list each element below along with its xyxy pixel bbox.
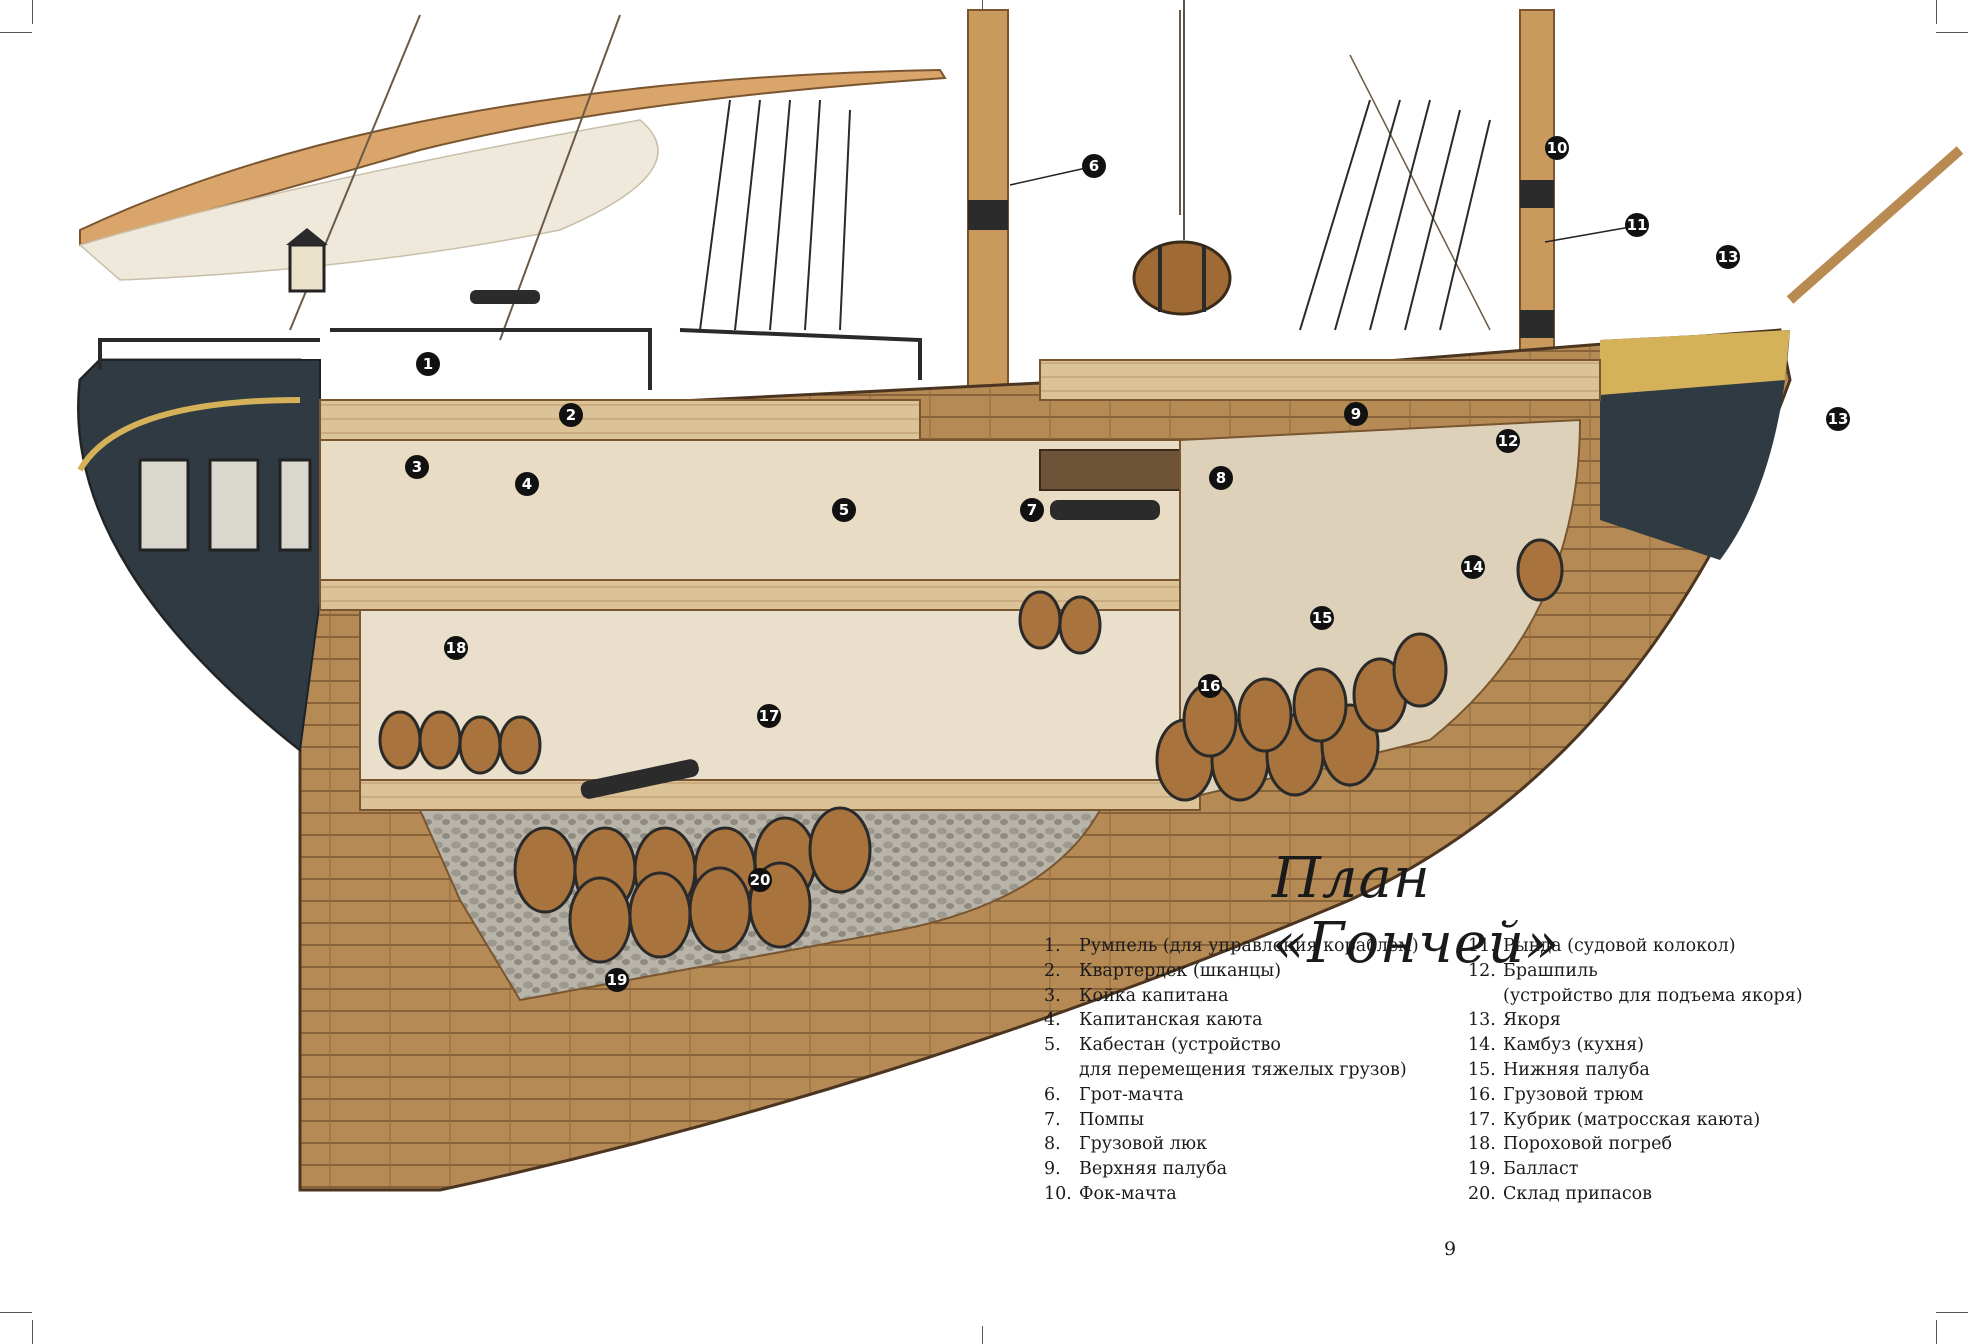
svg-text:19: 19 [607,971,628,989]
legend-item: 1.Румпель (для управления кораблем) [1044,936,1419,956]
stern-lantern [286,228,328,293]
marker-13b: 13 [1826,407,1850,431]
svg-text:7: 7 [1027,501,1037,519]
marker-15: 15 [1310,606,1334,630]
svg-text:2: 2 [566,406,576,424]
legend-item: 4.Капитанская каюта [1044,1010,1263,1031]
legend-item: 15.Нижняя палуба [1468,1059,1650,1080]
hoisted-barrel [1132,0,1232,316]
marker-19: 19 [605,968,629,992]
upper-deck [1039,359,1601,401]
svg-text:1: 1 [423,355,433,373]
legend-right: 11.Рында (судовой колокол) 12.Брашпиль(у… [1468,934,1803,1207]
svg-text:6: 6 [1089,157,1099,175]
marker-1: 1 [416,352,440,376]
plan-title: План «Гончей» [1272,846,1561,976]
stern-windows [138,458,312,552]
legend-item: 19.Балласт [1468,1159,1579,1180]
marker-20: 20 [748,868,772,892]
svg-text:11: 11 [1627,216,1648,234]
ratlines [699,99,1491,331]
svg-text:12: 12 [1498,432,1519,450]
legend-item: 18.Пороховой погреб [1468,1134,1673,1155]
crop-mark [0,1312,32,1313]
marker-7: 7 [1020,498,1044,522]
marker-2: 2 [559,403,583,427]
svg-text:13: 13 [1718,248,1739,266]
page-number: 9 [1443,1238,1457,1260]
legend-item: 14.Камбуз (кухня) [1468,1035,1644,1056]
crop-mark [982,1326,983,1344]
legend-item: 7.Помпы [1044,1109,1145,1130]
marker-17: 17 [757,704,781,728]
crop-mark [0,32,32,33]
marker-9: 9 [1344,402,1368,426]
legend-item: 17.Кубрик (матросская каюта) [1468,1109,1761,1130]
marker-11: 11 [1544,213,1649,243]
marker-14: 14 [1461,555,1485,579]
quarterdeck [319,399,921,441]
svg-text:16: 16 [1200,677,1221,695]
svg-text:4: 4 [522,475,532,493]
svg-text:5: 5 [839,501,849,519]
crop-mark [1936,1312,1968,1313]
marker-18: 18 [444,636,468,660]
legend-item: 12.Брашпиль(устройство для подъема якоря… [1468,960,1803,1006]
cargo-hatch [1039,449,1181,491]
railings [98,328,922,390]
svg-text:20: 20 [750,871,771,889]
crop-mark [1936,32,1968,33]
crop-mark [32,0,33,24]
legend-item: 16.Грузовой трюм [1468,1084,1644,1105]
marker-6: 6 [1009,154,1106,186]
svg-text:9: 9 [1351,405,1361,423]
svg-text:10: 10 [1547,139,1568,157]
crop-mark [1936,0,1937,24]
legend-item: 20.Склад припасов [1468,1183,1653,1204]
crop-mark [32,1320,33,1344]
svg-text:3: 3 [412,458,422,476]
cannons [470,290,1160,799]
legend-item: 8.Грузовой люк [1044,1134,1208,1155]
legend-item: 6.Грот-мачта [1044,1084,1184,1105]
svg-text:15: 15 [1312,609,1333,627]
marker-4: 4 [515,472,539,496]
legend-item: 9.Верхняя палуба [1044,1159,1228,1180]
svg-text:8: 8 [1216,469,1226,487]
svg-text:14: 14 [1463,558,1484,576]
legend-left: 1.Румпель (для управления кораблем) 2.Кв… [1044,934,1419,1207]
legend-item: 13.Якоря [1468,1010,1561,1031]
legend-item: 2.Квартердек (шканцы) [1044,960,1282,981]
svg-text:13: 13 [1828,410,1849,428]
marker-8: 8 [1209,466,1233,490]
marker-12: 12 [1496,429,1520,453]
svg-text:18: 18 [446,639,467,657]
legend-item: 10.Фок-мачта [1044,1183,1177,1204]
marker-13a: 13 [1716,245,1740,269]
marker-5: 5 [832,498,856,522]
sail-and-rigging [78,10,1964,341]
svg-text:17: 17 [759,707,780,725]
legend-item: 11.Рында (судовой колокол) [1468,936,1736,956]
marker-10: 10 [1545,136,1569,160]
legend-item: 3.Койка капитана [1044,985,1229,1006]
marker-16: 16 [1198,674,1222,698]
marker-3: 3 [405,455,429,479]
crop-mark [1936,1320,1937,1344]
